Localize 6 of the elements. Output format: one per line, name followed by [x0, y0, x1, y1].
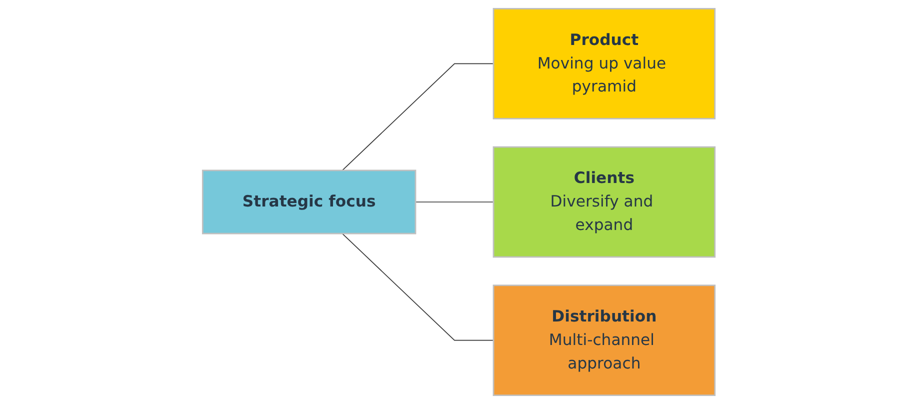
connector	[342, 233, 494, 341]
connector	[342, 63, 494, 171]
node-box: Distribution Multi-channel approach	[493, 284, 716, 396]
node-box: Clients Diversify and expand	[493, 146, 716, 258]
node-box: Strategic focus	[202, 170, 416, 234]
node-box: Product Moving up value pyramid	[493, 8, 716, 120]
